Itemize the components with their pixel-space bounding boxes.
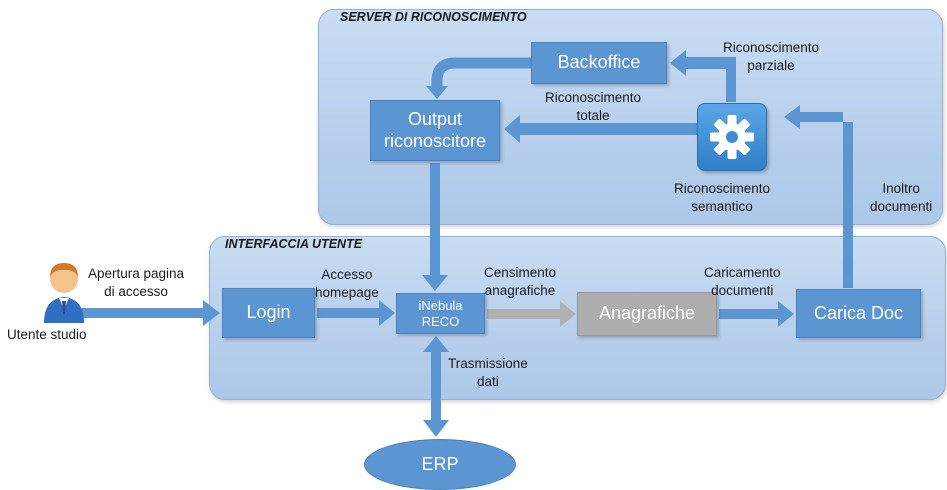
- label-utente-studio: Utente studio: [7, 326, 87, 344]
- label-parziale-line2: parziale: [747, 57, 795, 73]
- label-censimento-line2: anagrafiche: [484, 282, 556, 298]
- arrow-anagrafiche-to-caricadoc: [719, 301, 794, 327]
- output-label-line2: riconoscitore: [383, 130, 487, 151]
- label-semantico-line1: Riconoscimento: [674, 181, 771, 196]
- label-trasmissione-dati: Trasmissione dati: [448, 355, 528, 390]
- server-panel-title: SERVER DI RICONOSCIMENTO: [340, 10, 527, 24]
- arrow-output-to-inebula: [422, 163, 448, 291]
- label-accesso-line1: Accesso: [321, 267, 373, 282]
- label-inoltro-documenti: Inoltro documenti: [870, 180, 932, 215]
- label-apertura-line2: di accesso: [104, 283, 168, 299]
- label-riconoscimento-parziale: Riconoscimento parziale: [723, 39, 819, 74]
- arrow-caricadoc-to-gear: [784, 105, 853, 288]
- arrow-backoffice-to-output: [431, 57, 531, 86]
- user-interface-panel-title: INTERFACCIA UTENTE: [225, 237, 363, 251]
- arrow-backoffice-to-output-head: [426, 86, 448, 99]
- erp-label: ERP: [421, 454, 459, 474]
- label-accesso-line2: homepage: [315, 284, 379, 300]
- label-apertura-pagina: Apertura pagina di accesso: [88, 265, 184, 300]
- login-label: Login: [246, 302, 291, 323]
- arrow-login-to-inebula: [317, 300, 395, 326]
- label-riconoscimento-totale: Riconoscimento totale: [545, 89, 641, 124]
- gear-glyph: [710, 115, 754, 159]
- inebula-label-line2: RECO: [421, 313, 460, 329]
- label-semantico-line2: semantico: [691, 198, 753, 214]
- label-parziale-line1: Riconoscimento: [723, 40, 820, 55]
- arrow-gear-to-backoffice: [670, 50, 736, 102]
- erp-ellipse: ERP: [364, 439, 516, 490]
- label-inoltro-line2: documenti: [870, 198, 933, 214]
- label-apertura-line1: Apertura pagina: [88, 266, 185, 281]
- carica-doc-box: Carica Doc: [796, 289, 921, 338]
- carica-doc-label: Carica Doc: [813, 302, 904, 323]
- label-trasmissione-line2: dati: [477, 373, 499, 389]
- user-icon: [44, 263, 84, 323]
- label-totale-line1: Riconoscimento: [545, 90, 642, 105]
- gear-icon: [697, 103, 767, 171]
- arrow-inebula-erp-bidirectional: [423, 336, 449, 437]
- label-riconoscimento-semantico: Riconoscimento semantico: [674, 180, 770, 215]
- backoffice-box: Backoffice: [531, 42, 667, 84]
- label-accesso-homepage: Accesso homepage: [315, 266, 379, 301]
- arrow-gear-to-output: [504, 115, 697, 143]
- label-caricamento-documenti: Caricamento documenti: [704, 264, 781, 299]
- label-inoltro-line1: Inoltro: [882, 181, 920, 196]
- arrow-inebula-to-anagrafiche: [487, 301, 576, 327]
- anagrafiche-box: Anagrafiche: [577, 292, 717, 336]
- label-censimento-anagrafiche: Censimento anagrafiche: [484, 264, 556, 299]
- inebula-label-line1: iNebula: [418, 297, 463, 313]
- label-caricamento-line1: Caricamento: [704, 265, 781, 280]
- label-trasmissione-line1: Trasmissione: [448, 356, 528, 371]
- output-riconoscitore-box: Output riconoscitore: [370, 100, 500, 161]
- inebula-reco-box: iNebula RECO: [396, 293, 485, 334]
- label-utente: Utente studio: [7, 327, 87, 342]
- anagrafiche-label: Anagrafiche: [598, 303, 696, 324]
- label-totale-line2: totale: [576, 107, 610, 123]
- login-box: Login: [222, 288, 315, 338]
- label-caricamento-line2: documenti: [711, 282, 774, 298]
- output-label-line1: Output: [407, 108, 463, 129]
- label-censimento-line1: Censimento: [484, 265, 557, 280]
- backoffice-label: Backoffice: [557, 52, 641, 73]
- arrow-user-to-login: [58, 300, 220, 326]
